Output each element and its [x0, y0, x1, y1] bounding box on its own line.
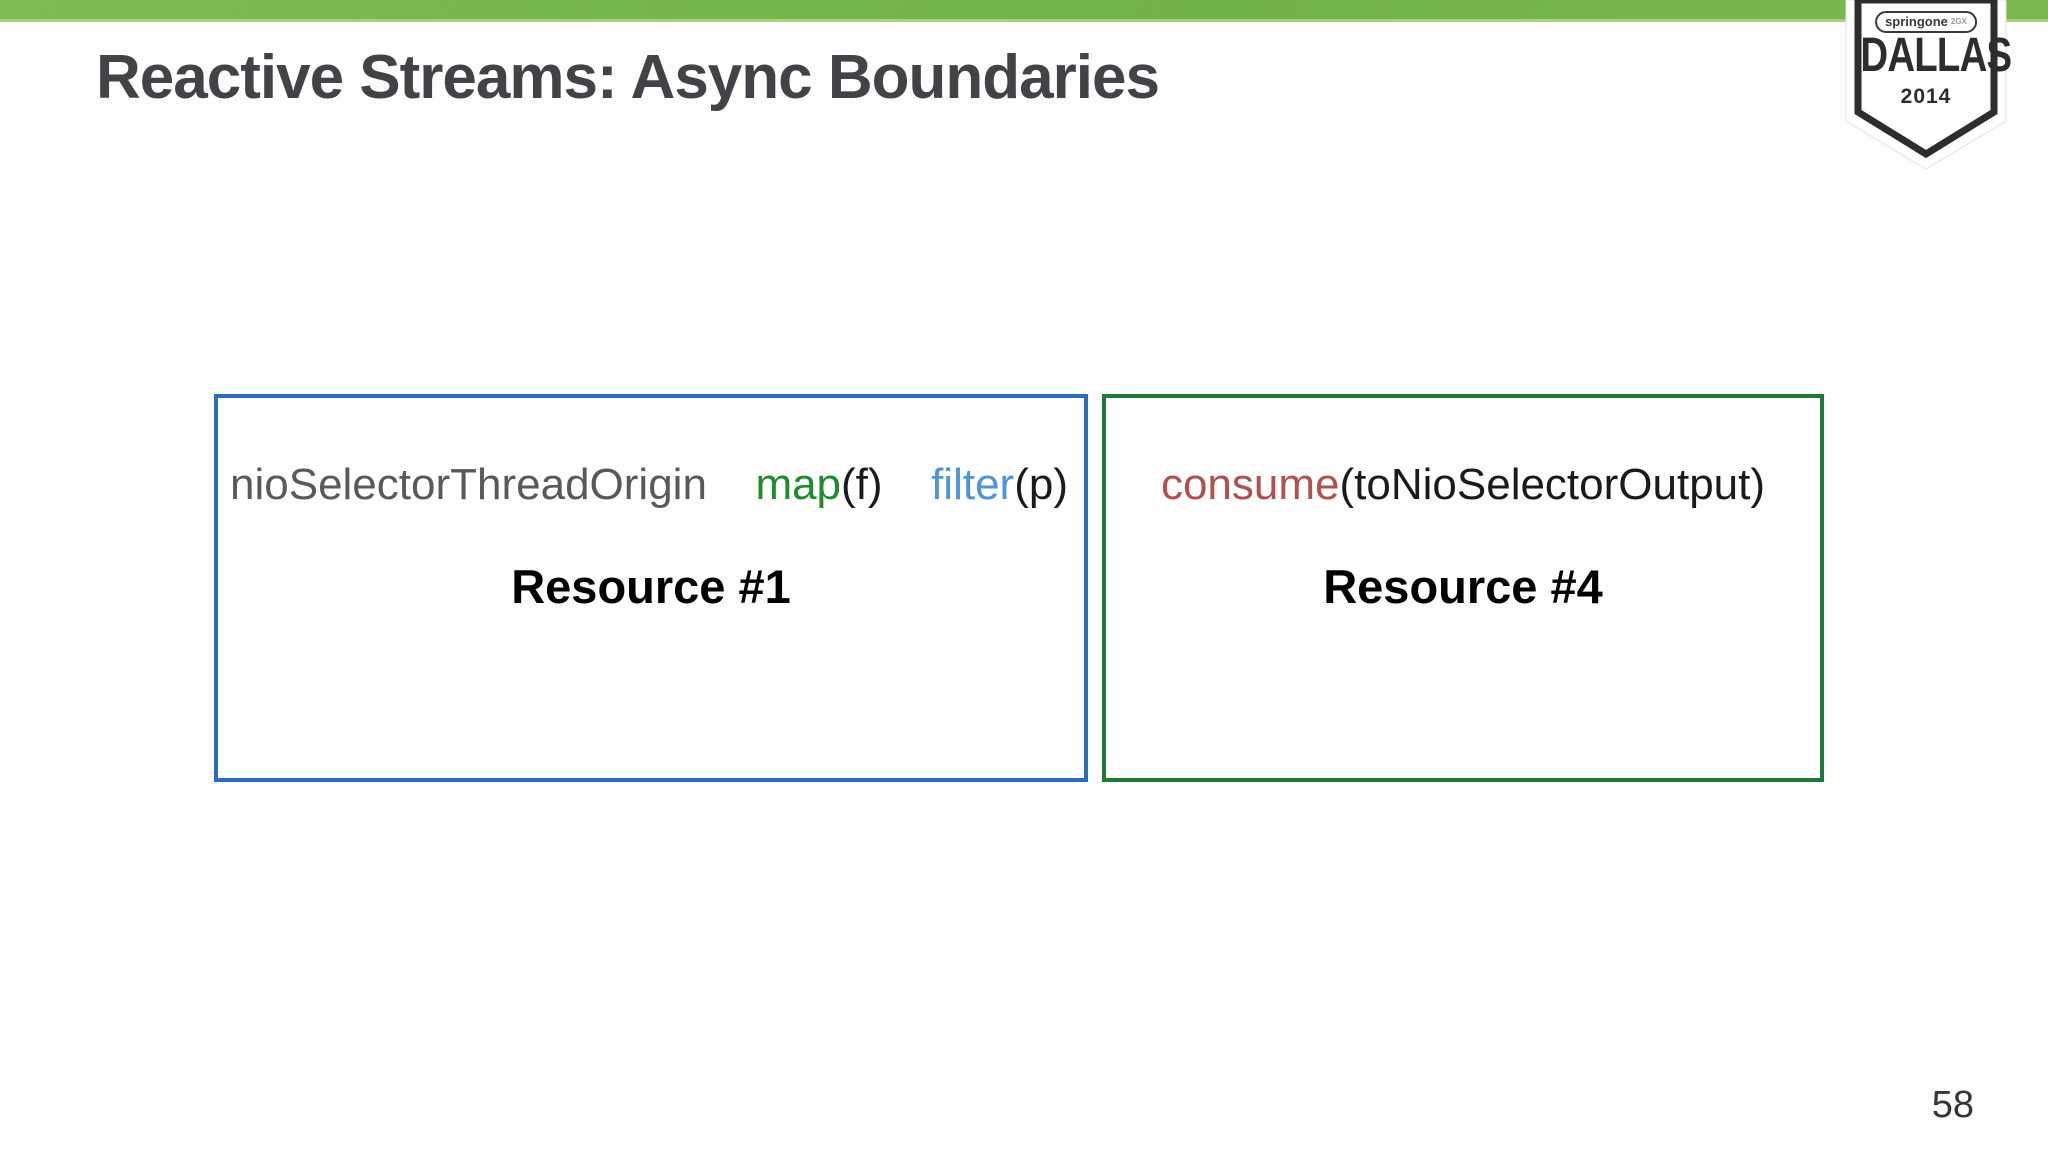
top-banner [0, 0, 2048, 22]
resource-4-box: consume(toNioSelectorOutput) Resource #4 [1102, 394, 1824, 782]
badge-year-label: 2014 [1900, 85, 1952, 108]
badge-city-label: DALLAS [1860, 29, 2012, 82]
code-filter-fn: filter [931, 460, 1015, 509]
code-consume-args: (toNioSelectorOutput) [1339, 460, 1766, 509]
badge-brand-label: springone [1885, 14, 1948, 29]
badge-shield-icon [1845, 0, 2007, 170]
code-filter-call: filter(p) [931, 460, 1068, 511]
code-map-args: (f) [841, 460, 883, 509]
resource-4-code-row: consume(toNioSelectorOutput) [1106, 460, 1820, 511]
resource-1-code-row: nioSelectorThreadOrigin map(f) filter(p) [218, 460, 1084, 511]
code-filter-args: (p) [1014, 460, 1068, 509]
resource-4-label: Resource #4 [1323, 559, 1603, 613]
code-origin: nioSelectorThreadOrigin [230, 460, 707, 509]
badge-brand-suffix: 2GX [1950, 17, 1967, 26]
page-title: Reactive Streams: Async Boundaries [96, 43, 1160, 112]
code-map-call: map(f) [755, 460, 882, 511]
resource-1-label: Resource #1 [511, 559, 791, 613]
resource-1-box: nioSelectorThreadOrigin map(f) filter(p)… [214, 394, 1088, 782]
code-map-fn: map [755, 460, 842, 509]
code-consume-fn: consume [1160, 460, 1340, 509]
page-number: 58 [1931, 1084, 1974, 1126]
